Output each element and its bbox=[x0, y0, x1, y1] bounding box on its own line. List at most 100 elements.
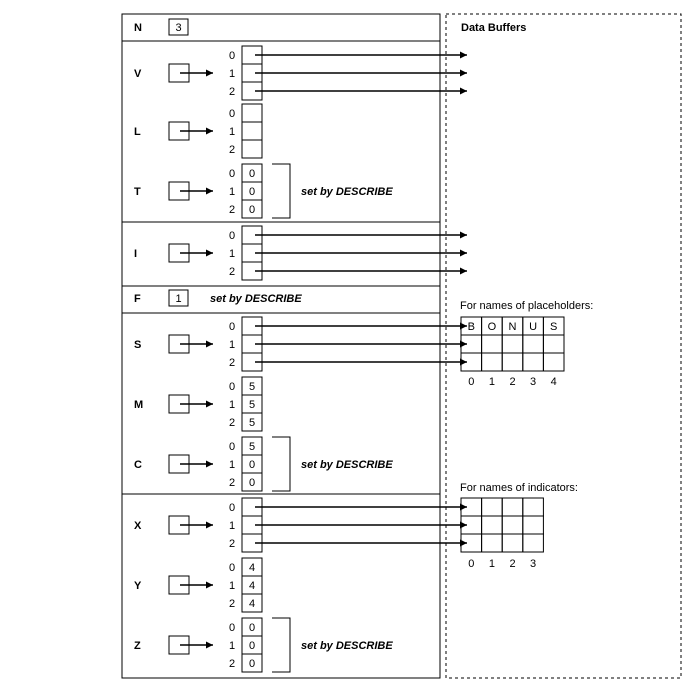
index-label: 2 bbox=[229, 538, 235, 550]
cell-value: 0 bbox=[249, 168, 255, 180]
name-char: O bbox=[488, 321, 497, 333]
name-cell bbox=[522, 334, 544, 354]
name-char: B bbox=[468, 321, 475, 333]
n-value-box bbox=[168, 18, 189, 36]
index-label: 1 bbox=[229, 126, 235, 138]
index-label: 1 bbox=[229, 186, 235, 198]
column-index: 2 bbox=[509, 558, 515, 570]
index-label: 2 bbox=[229, 86, 235, 98]
cell-value: 0 bbox=[249, 459, 255, 471]
index-label: 2 bbox=[229, 477, 235, 489]
name-char: S bbox=[550, 321, 557, 333]
f-row: F 1 set by DESCRIBE bbox=[134, 289, 302, 307]
describe-note: set by DESCRIBE bbox=[301, 186, 393, 198]
name-cell bbox=[501, 515, 524, 535]
name-cell bbox=[501, 352, 524, 372]
cell-value: 5 bbox=[249, 417, 255, 429]
data-buffers-region bbox=[445, 13, 682, 679]
index-label: 2 bbox=[229, 598, 235, 610]
descriptor-area bbox=[121, 13, 441, 679]
n-row: N 3 bbox=[134, 18, 189, 36]
index-label: 0 bbox=[229, 441, 235, 453]
name-char: N bbox=[509, 321, 517, 333]
column-index: 4 bbox=[551, 376, 557, 388]
describe-bracket bbox=[272, 163, 291, 219]
index-label: 0 bbox=[229, 321, 235, 333]
name-cell bbox=[542, 334, 565, 354]
describe-bracket bbox=[272, 436, 291, 492]
index-label: 0 bbox=[229, 622, 235, 634]
cell-value: 5 bbox=[249, 399, 255, 411]
placeholder-caption: For names of placeholders: bbox=[460, 300, 593, 312]
variable-label: T bbox=[134, 186, 141, 198]
describe-note: set by DESCRIBE bbox=[301, 459, 393, 471]
index-label: 1 bbox=[229, 580, 235, 592]
indicator-caption: For names of indicators: bbox=[460, 482, 578, 494]
name-char: U bbox=[529, 321, 537, 333]
array-cell bbox=[241, 593, 263, 613]
column-index: 1 bbox=[489, 376, 495, 388]
index-label: 2 bbox=[229, 658, 235, 670]
f-value-box bbox=[168, 289, 189, 307]
n-label: N bbox=[134, 22, 142, 34]
variable-label: L bbox=[134, 126, 141, 138]
cell-value: 0 bbox=[249, 477, 255, 489]
index-label: 1 bbox=[229, 399, 235, 411]
variable-label: C bbox=[134, 459, 142, 471]
f-value: 1 bbox=[175, 293, 181, 305]
name-cell bbox=[522, 352, 544, 372]
cell-value: 5 bbox=[249, 381, 255, 393]
index-label: 0 bbox=[229, 502, 235, 514]
describe-bracket bbox=[272, 617, 291, 673]
index-label: 1 bbox=[229, 339, 235, 351]
variable-label: V bbox=[134, 68, 142, 80]
index-label: 0 bbox=[229, 230, 235, 242]
index-label: 2 bbox=[229, 357, 235, 369]
name-cell bbox=[481, 533, 503, 553]
describe-note: set by DESCRIBE bbox=[301, 640, 393, 652]
variable-label: S bbox=[134, 339, 141, 351]
column-index: 3 bbox=[530, 558, 536, 570]
variable-label: M bbox=[134, 399, 143, 411]
n-value: 3 bbox=[175, 22, 181, 34]
index-label: 1 bbox=[229, 68, 235, 80]
name-cell bbox=[501, 533, 524, 553]
variable-label: I bbox=[134, 248, 137, 260]
cell-value: 4 bbox=[249, 580, 255, 592]
array-cell bbox=[241, 199, 263, 219]
array-cell bbox=[241, 121, 263, 141]
array-cell bbox=[241, 139, 263, 159]
index-label: 0 bbox=[229, 108, 235, 120]
cell-value: 0 bbox=[249, 622, 255, 634]
array-cell bbox=[241, 103, 263, 123]
data-buffers-title: Data Buffers bbox=[461, 22, 526, 34]
name-cell bbox=[481, 515, 503, 535]
variable-label: X bbox=[134, 520, 142, 532]
array-cell bbox=[241, 412, 263, 432]
index-label: 1 bbox=[229, 248, 235, 260]
cell-value: 0 bbox=[249, 186, 255, 198]
cell-value: 0 bbox=[249, 204, 255, 216]
cell-value: 4 bbox=[249, 562, 255, 574]
variable-label: Z bbox=[134, 640, 141, 652]
cell-value: 0 bbox=[249, 640, 255, 652]
index-label: 0 bbox=[229, 168, 235, 180]
index-label: 1 bbox=[229, 459, 235, 471]
name-cell bbox=[522, 515, 544, 535]
cell-value: 4 bbox=[249, 598, 255, 610]
column-index: 2 bbox=[509, 376, 515, 388]
name-cell bbox=[481, 352, 503, 372]
name-cell bbox=[522, 497, 544, 517]
name-cell bbox=[501, 497, 524, 517]
column-index: 3 bbox=[530, 376, 536, 388]
